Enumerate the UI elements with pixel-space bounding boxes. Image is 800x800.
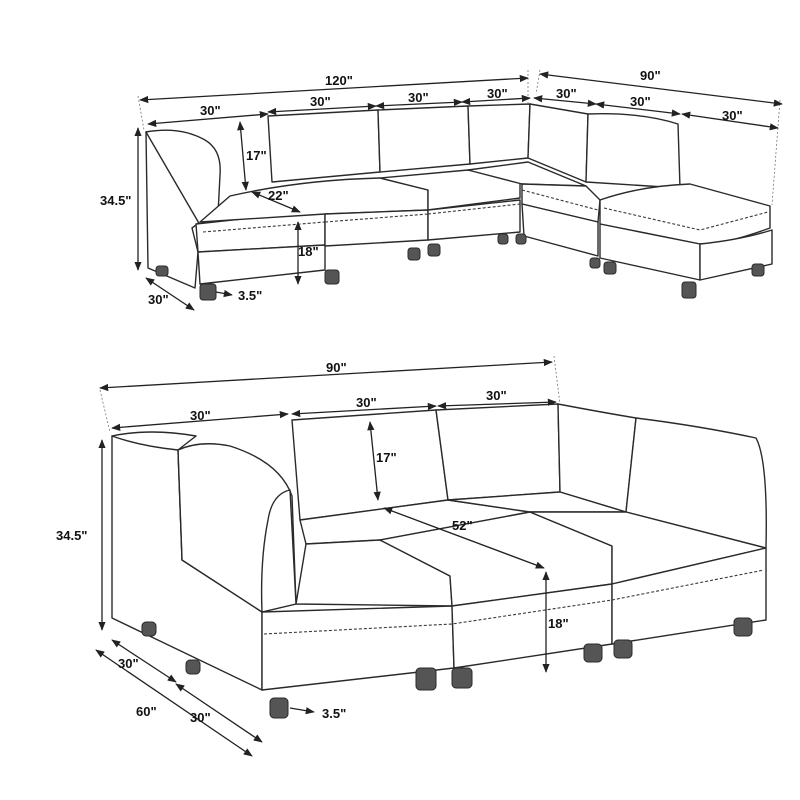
sectional-sofa-drawing [145, 103, 773, 301]
label-bottom-module-width-3: 30" [486, 388, 507, 403]
label-bottom-module-width-1: 30" [190, 408, 211, 423]
label-module-width-4: 30" [487, 86, 508, 101]
dim-line-90-top [539, 71, 783, 107]
label-seat-depth-22: 22" [268, 188, 289, 203]
bottom-view-dimensions [95, 355, 561, 757]
label-module-width-2: 30" [310, 94, 331, 109]
label-depth-30: 30" [148, 292, 169, 307]
label-module-width-5: 30" [556, 86, 577, 101]
label-bottom-seat-height-18: 18" [548, 616, 569, 631]
label-total-height-34-5: 34.5" [100, 193, 131, 208]
label-leg-height-3-5: 3.5" [238, 288, 262, 303]
label-back-height-17: 17" [246, 148, 267, 163]
label-bottom-depth-total-60: 60" [136, 704, 157, 719]
label-overall-width-120: 120" [325, 73, 353, 88]
label-module-width-3: 30" [408, 90, 429, 105]
six-piece-sofa-drawing [111, 403, 767, 719]
label-bottom-depth-segment-1: 30" [118, 656, 139, 671]
label-module-width-7: 30" [722, 108, 743, 123]
dim-line-90-bottom [99, 358, 553, 392]
dim-line-120 [139, 74, 529, 104]
top-view-dimensions [134, 69, 783, 311]
label-bottom-total-height-34-5: 34.5" [56, 528, 87, 543]
label-module-width-6: 30" [630, 94, 651, 109]
label-seat-span-52: 52" [452, 518, 473, 533]
label-bottom-module-width-2: 30" [356, 395, 377, 410]
label-bottom-depth-segment-2: 30" [190, 710, 211, 725]
label-module-width-1: 30" [200, 103, 221, 118]
label-bottom-leg-height-3-5: 3.5" [322, 706, 346, 721]
label-ottoman-depth-90: 90" [640, 68, 661, 83]
label-overall-width-90: 90" [326, 360, 347, 375]
label-seat-height-18: 18" [298, 244, 319, 259]
label-bottom-back-height-17: 17" [376, 450, 397, 465]
